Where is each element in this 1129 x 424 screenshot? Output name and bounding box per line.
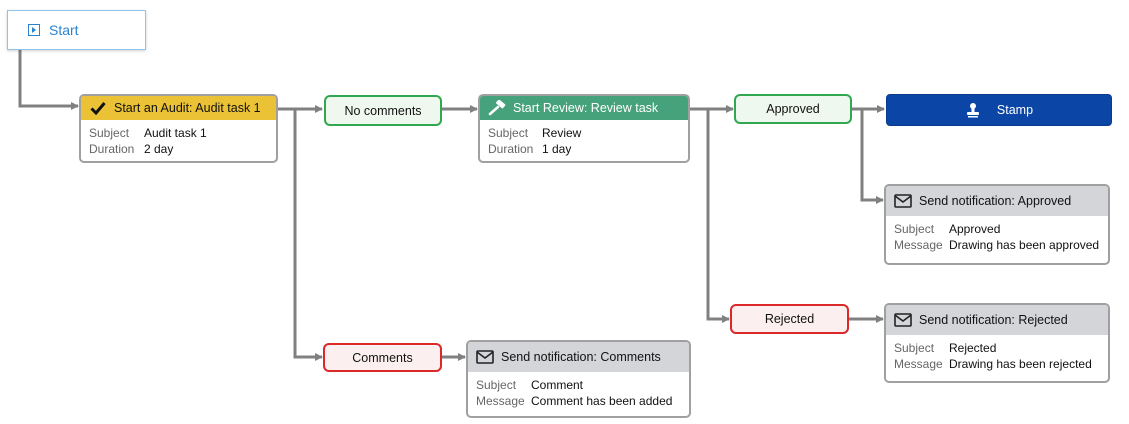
wire-start-audit (18, 50, 79, 110)
field-key: Duration (488, 142, 534, 156)
notify-approved-card[interactable]: Send notification: Approved Subject Appro… (884, 184, 1110, 265)
outcome-label: Rejected (764, 312, 815, 326)
field-key: Subject (476, 378, 517, 392)
envelope-icon (894, 194, 912, 208)
start-icon (28, 24, 40, 36)
field-value: 2 day (144, 142, 174, 156)
audit-task-card[interactable]: Start an Audit: Audit task 1 Subject Audi… (79, 94, 278, 163)
field-value: Review (542, 126, 582, 140)
field-key: Message (894, 238, 943, 252)
review-task-title: Start Review: Review task (513, 101, 659, 115)
field-key: Subject (894, 341, 935, 355)
stamp-node[interactable]: Stamp (886, 94, 1112, 126)
comments-outcome[interactable]: Comments (323, 343, 442, 372)
field-value: Comment (531, 378, 584, 392)
notify-comments-header: Send notification: Comments (468, 342, 689, 372)
notify-approved-title: Send notification: Approved (919, 194, 1072, 208)
rejected-outcome[interactable]: Rejected (730, 304, 849, 334)
field-key: Message (894, 357, 943, 371)
start-node[interactable]: Start (7, 10, 146, 50)
approved-outcome[interactable]: Approved (734, 94, 852, 124)
envelope-icon (476, 350, 494, 364)
notify-rejected-header: Send notification: Rejected (886, 305, 1108, 335)
envelope-icon (894, 313, 912, 327)
field-key: Message (476, 394, 525, 408)
gavel-icon (488, 100, 506, 116)
outcome-label: Approved (766, 102, 820, 116)
audit-task-header: Start an Audit: Audit task 1 (81, 96, 276, 120)
notify-approved-header: Send notification: Approved (886, 186, 1108, 216)
stamp-label: Stamp (996, 103, 1034, 117)
audit-task-title: Start an Audit: Audit task 1 (114, 101, 261, 115)
field-value: Comment has been added (531, 394, 673, 408)
review-task-header: Start Review: Review task (480, 96, 688, 120)
start-label: Start (49, 22, 79, 38)
field-value: Rejected (949, 341, 997, 355)
checkmark-icon (89, 101, 107, 115)
notify-comments-title: Send notification: Comments (501, 350, 661, 364)
field-key: Subject (89, 126, 130, 140)
notify-rejected-title: Send notification: Rejected (919, 313, 1068, 327)
wire-review-rejected (706, 109, 730, 323)
field-value: Drawing has been approved (949, 238, 1100, 252)
stamp-icon (965, 102, 981, 118)
outcome-label: No comments (344, 103, 422, 118)
field-value: Drawing has been rejected (949, 357, 1092, 371)
no-comments-outcome[interactable]: No comments (324, 95, 442, 126)
field-value: Approved (949, 222, 1001, 236)
field-value: 1 day (542, 142, 572, 156)
notify-rejected-card[interactable]: Send notification: Rejected Subject Rejec… (884, 303, 1110, 383)
wire-approved-notify (860, 109, 884, 204)
outcome-label: Comments (352, 350, 413, 365)
field-key: Subject (488, 126, 529, 140)
field-value: Audit task 1 (144, 126, 207, 140)
field-key: Subject (894, 222, 935, 236)
field-key: Duration (89, 142, 135, 156)
wire-audit-comments (293, 109, 323, 361)
